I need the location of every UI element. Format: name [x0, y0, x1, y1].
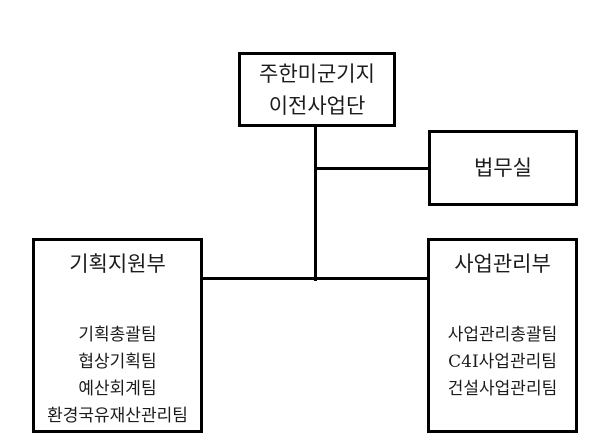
project-management-teams: 사업관리총괄팀 C4I사업관리팀 건설사업관리팀 [430, 322, 575, 403]
org-box-planning-support: 기획지원부 기획총괄팀 협상기획팀 예산회계팀 환경국유재산관리팀 [32, 238, 203, 433]
team-item: 기획총괄팀 [78, 325, 157, 345]
project-management-title: 사업관리부 [454, 252, 551, 276]
team-item: C4I사업관리팀 [448, 352, 557, 372]
planning-support-teams: 기획총괄팀 협상기획팀 예산회계팀 환경국유재산관리팀 [35, 322, 200, 430]
team-item: 사업관리총괄팀 [447, 325, 558, 345]
org-box-legal-office: 법무실 [428, 130, 578, 206]
org-box-root: 주한미군기지 이전사업단 [238, 52, 396, 127]
team-item: 예산회계팀 [78, 379, 157, 399]
team-item: 협상기획팀 [78, 352, 157, 372]
connector-root-vertical [314, 127, 317, 281]
root-label: 주한미군기지 이전사업단 [259, 61, 375, 118]
planning-support-title: 기획지원부 [69, 252, 166, 276]
connector-legal-horizontal [315, 167, 428, 170]
team-item: 환경국유재산관리팀 [47, 406, 188, 426]
connector-departments-horizontal [203, 277, 427, 280]
team-item: 건설사업관리팀 [447, 379, 558, 399]
legal-office-label: 법무실 [474, 156, 532, 180]
org-box-project-management: 사업관리부 사업관리총괄팀 C4I사업관리팀 건설사업관리팀 [427, 238, 578, 433]
